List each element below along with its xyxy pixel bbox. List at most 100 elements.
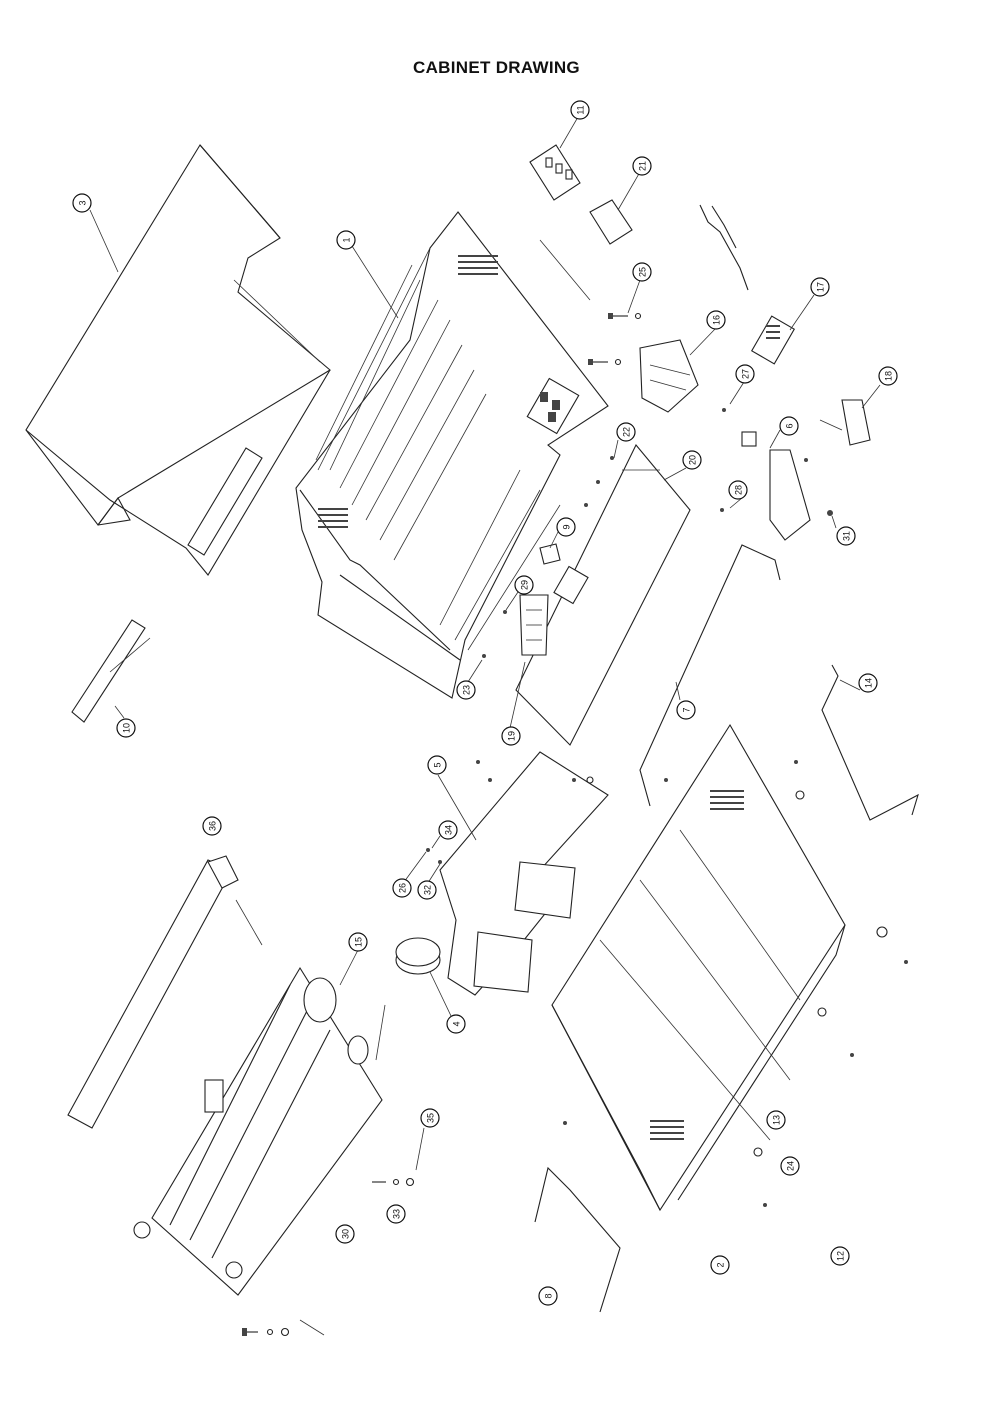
callout-number: 19 [507,731,517,741]
callout-16: 16 [706,310,726,330]
callout-number: 24 [786,1161,796,1171]
guide-bar-part-36 [67,855,263,1129]
callout-number: 21 [638,161,648,171]
callout-22: 22 [616,422,636,442]
callout-20: 20 [682,450,702,470]
callout-34: 34 [438,820,458,840]
callout-circle [336,230,356,250]
callout-circle [427,755,447,775]
cable-part-17 [699,204,796,365]
switch-part-18 [819,399,871,446]
callout-number: 3 [78,200,88,205]
callout-circle [501,726,521,746]
callout-circle [348,932,368,952]
callout-circle [456,680,476,700]
callout-circle [386,1204,406,1224]
callout-circle [682,450,702,470]
callout-number: 36 [208,821,218,831]
callout-number: 18 [884,371,894,381]
callout-number: 27 [741,369,751,379]
callout-circle [858,673,878,693]
callout-number: 29 [520,580,530,590]
cabinet-top-part [295,211,609,699]
callout-33: 33 [386,1204,406,1224]
callout-number: 4 [452,1021,462,1026]
callout-26: 26 [392,878,412,898]
callout-6: 6 [779,416,799,436]
callout-number: 15 [354,937,364,947]
callout-number: 6 [785,423,795,428]
callout-number: 23 [462,685,472,695]
callout-number: 2 [716,1262,726,1267]
callout-number: 20 [688,455,698,465]
leader-lines [89,116,881,1171]
callout-23: 23 [456,680,476,700]
callout-13: 13 [766,1110,786,1130]
callout-circle [632,262,652,282]
fasteners [242,312,908,1337]
callout-number: 30 [341,1229,351,1239]
callout-number: 28 [734,485,744,495]
callout-5: 5 [427,755,447,775]
callout-circle [335,1224,355,1244]
callout-number: 17 [816,282,826,292]
callout-number: 34 [444,825,454,835]
knob-part-4 [395,937,441,975]
callout-number: 7 [682,707,692,712]
callout-number: 35 [426,1113,436,1123]
callout-10: 10 [116,718,136,738]
callout-number: 33 [392,1209,402,1219]
plate-part-5 [439,751,609,996]
callout-circle [616,422,636,442]
callout-14: 14 [858,673,878,693]
callout-31: 31 [836,526,856,546]
callout-1: 1 [336,230,356,250]
callout-number: 8 [544,1293,554,1298]
callout-30: 30 [335,1224,355,1244]
callout-27: 27 [735,364,755,384]
callout-29: 29 [514,575,534,595]
rod-part-7 [639,544,781,807]
callout-12: 12 [830,1246,850,1266]
callout-circle [810,277,830,297]
callout-circle [830,1246,850,1266]
callout-circle [676,700,696,720]
callout-17: 17 [810,277,830,297]
callout-number: 9 [562,524,572,529]
callout-circle [392,878,412,898]
callout-7: 7 [676,700,696,720]
shield-plate-part-20 [515,443,691,746]
page-title: CABINET DRAWING [413,58,580,77]
strip-part-10 [71,619,151,723]
callout-9: 9 [556,517,576,537]
callout-24: 24 [780,1156,800,1176]
callout-15: 15 [348,932,368,952]
callout-3: 3 [72,193,92,213]
callout-circle [632,156,652,176]
callout-number: 22 [622,427,632,437]
callout-number: 11 [576,105,586,114]
callout-circle [538,1286,558,1306]
callout-circle [706,310,726,330]
callout-number: 1 [342,237,352,242]
part-callouts: 1234567891011121314151617181920212223242… [72,100,898,1306]
callout-11: 11 [570,100,590,120]
bracket-part-16 [639,339,699,413]
callout-4: 4 [446,1014,466,1034]
bracket-part-6 [741,431,811,541]
callout-35: 35 [420,1108,440,1128]
callout-number: 14 [864,678,874,688]
callout-8: 8 [538,1286,558,1306]
callout-28: 28 [728,480,748,500]
board-part-21 [539,199,633,301]
callout-circle [570,100,590,120]
callout-circle [779,416,799,436]
callout-18: 18 [878,366,898,386]
callout-number: 26 [398,883,408,893]
callout-circle [878,366,898,386]
callout-circle [417,880,437,900]
callout-circle [202,816,222,836]
callout-circle [735,364,755,384]
rod-part-14 [821,664,919,821]
mechanism-part-15 [133,966,386,1296]
